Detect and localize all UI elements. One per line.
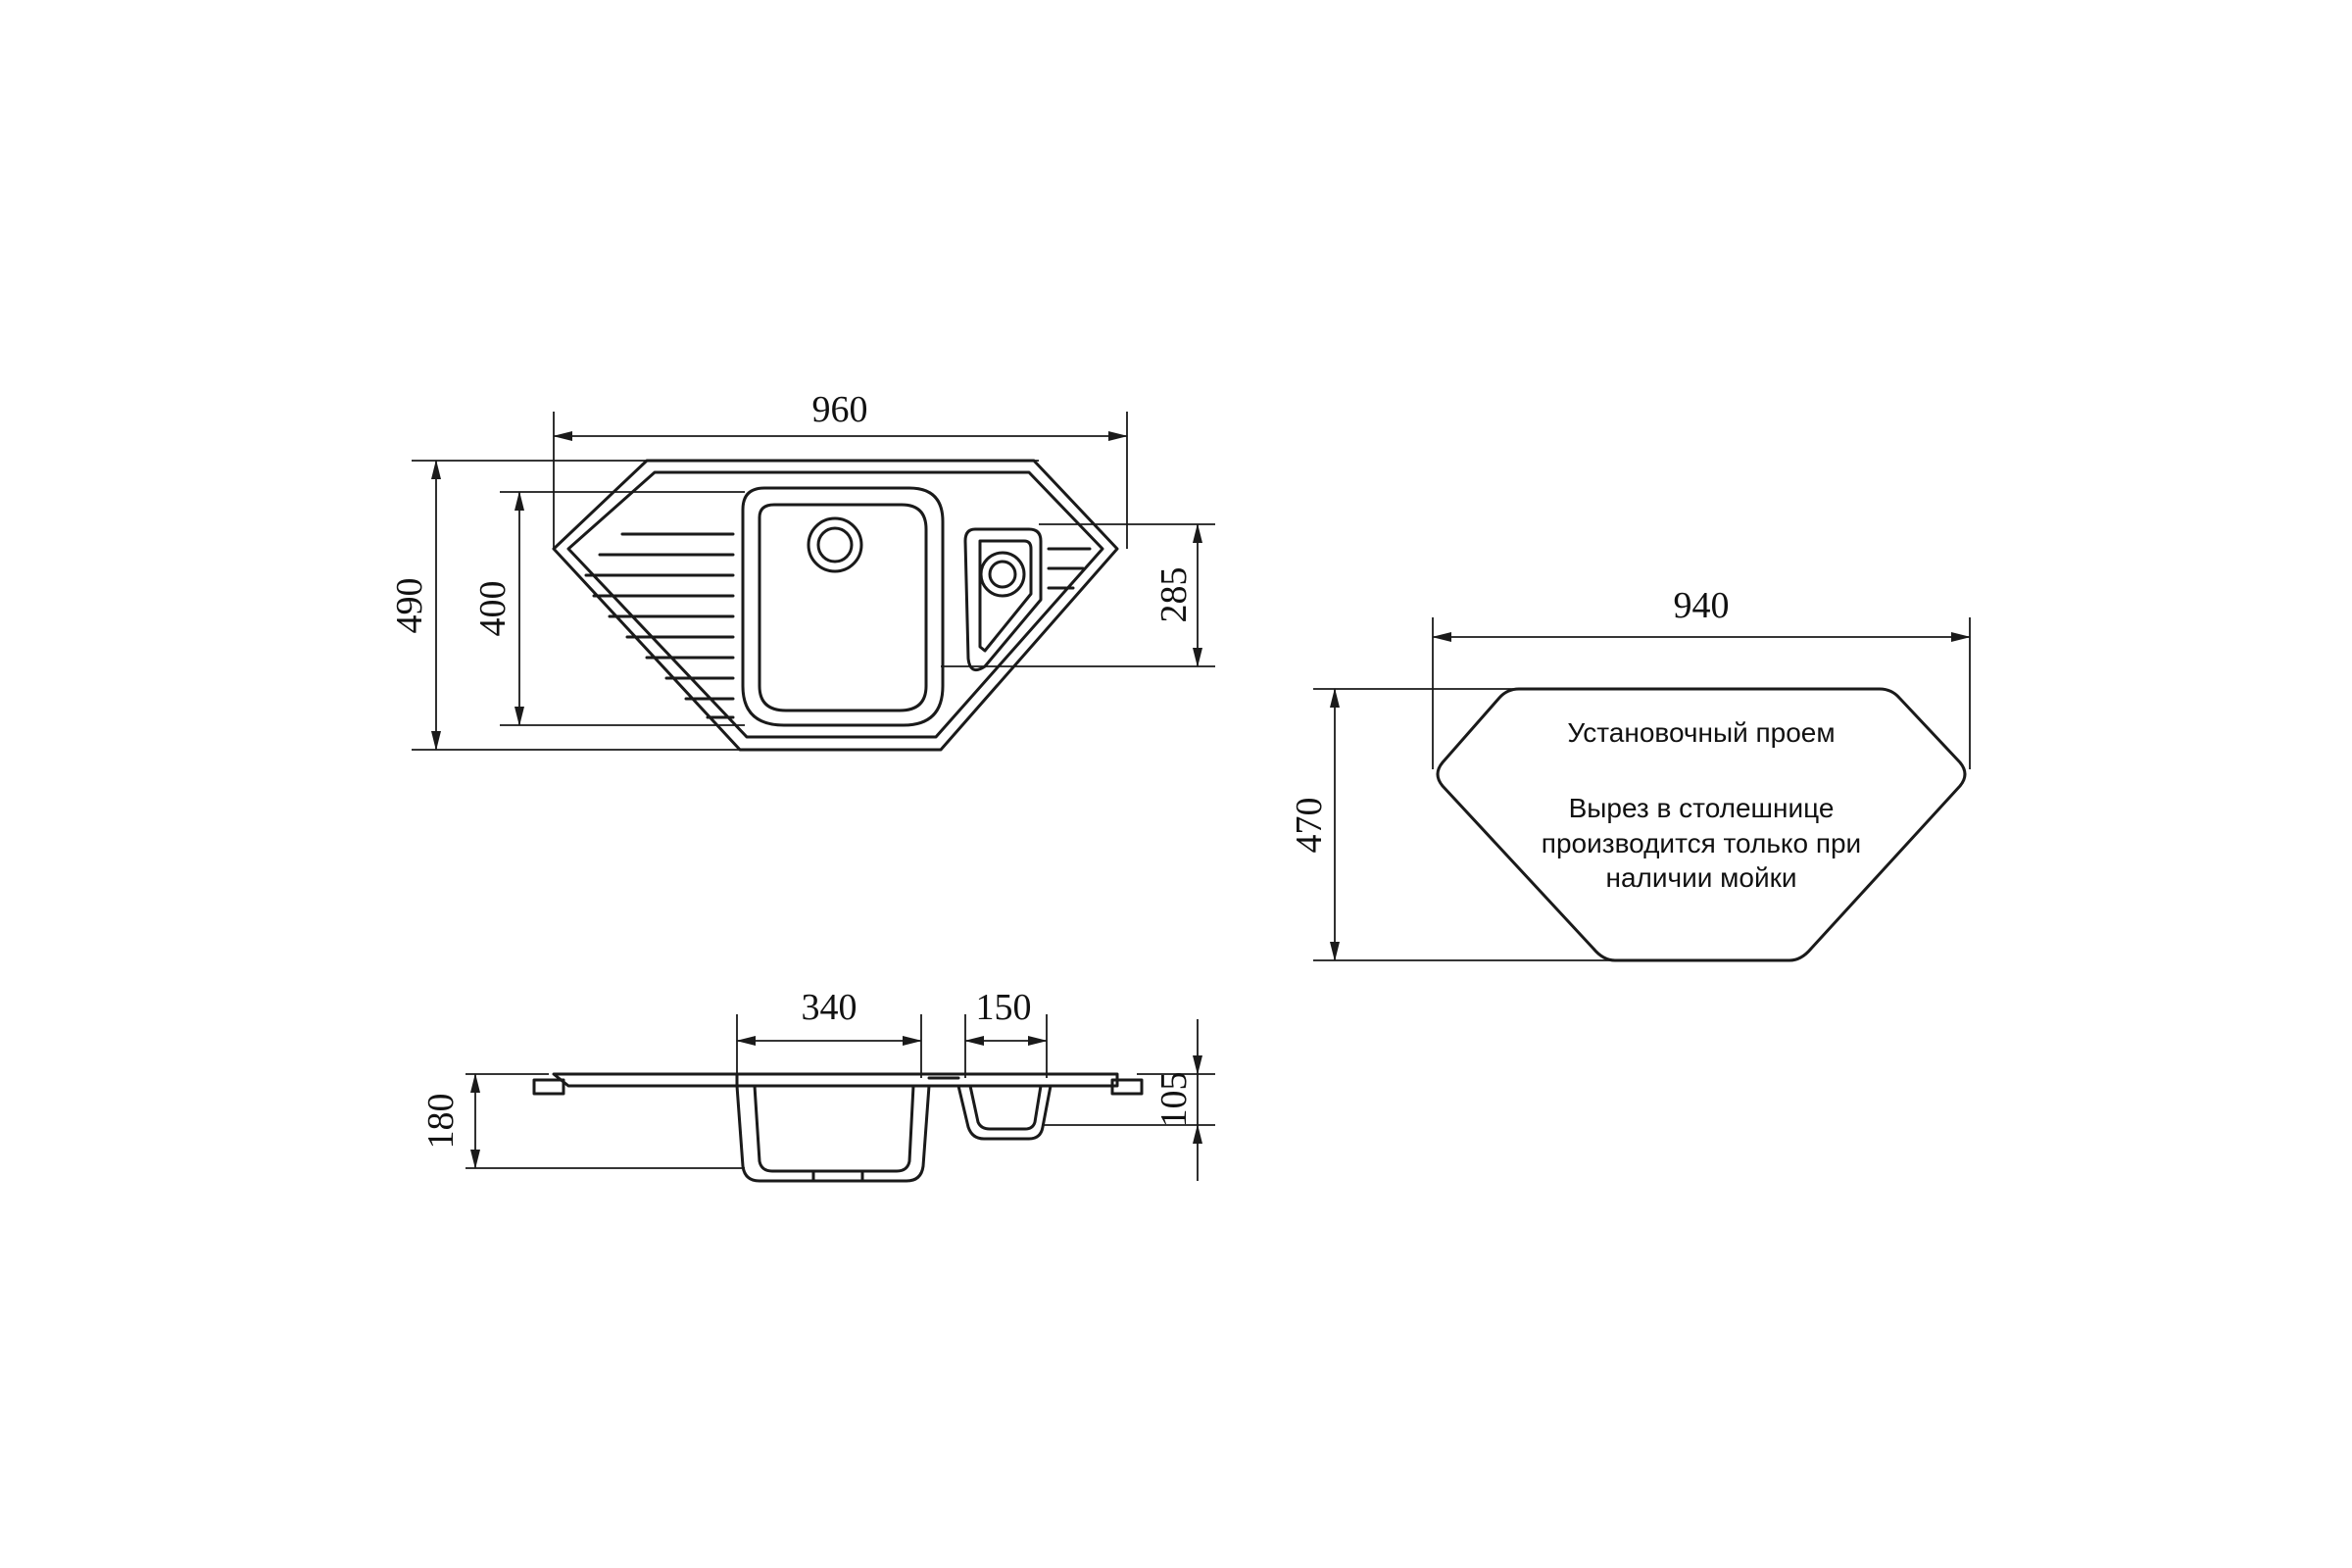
dim-cutout-width-940: 940 — [1674, 585, 1730, 626]
top-view: 960 490 400 285 — [389, 389, 1215, 752]
small-bowl — [963, 527, 1043, 672]
dim-width-960: 960 — [812, 389, 868, 430]
dim-height-285: 285 — [1153, 567, 1195, 623]
main-bowl — [741, 486, 945, 727]
dim-height-490: 490 — [389, 578, 430, 634]
small-bowl-inner — [978, 539, 1033, 653]
dim-main-bowl-340: 340 — [802, 987, 858, 1028]
small-drain-inner — [988, 560, 1017, 589]
main-drain — [807, 516, 863, 573]
left-clip — [532, 1078, 565, 1096]
right-clip — [1110, 1078, 1144, 1096]
small-drain — [979, 551, 1026, 598]
main-drain-inner — [816, 526, 854, 564]
dim-small-depth-105: 105 — [1153, 1072, 1195, 1128]
cutout-note-line1: Вырез в столешнице — [1569, 793, 1835, 823]
cutout-outline — [1436, 687, 1967, 962]
cutout-title: Установочный проем — [1567, 717, 1835, 748]
side-small-bowl — [956, 1084, 1053, 1141]
side-view: 340 150 180 105 — [420, 987, 1215, 1183]
cutout-view: Установочный проем Вырез в столешнице пр… — [1289, 585, 1971, 962]
side-rim — [552, 1072, 739, 1088]
dim-small-bowl-150: 150 — [976, 987, 1032, 1028]
drainboard-ribs — [584, 532, 735, 719]
dim-height-400: 400 — [472, 581, 514, 637]
cutout-note-line2: производится только при — [1542, 828, 1861, 858]
dim-cutout-height-470: 470 — [1289, 798, 1330, 854]
side-main-bowl — [735, 1084, 931, 1183]
main-bowl-inner — [758, 503, 928, 712]
sink-outline-inner — [566, 470, 1104, 739]
dim-depth-180: 180 — [420, 1094, 462, 1150]
cutout-note-line3: наличии мойки — [1605, 862, 1796, 893]
